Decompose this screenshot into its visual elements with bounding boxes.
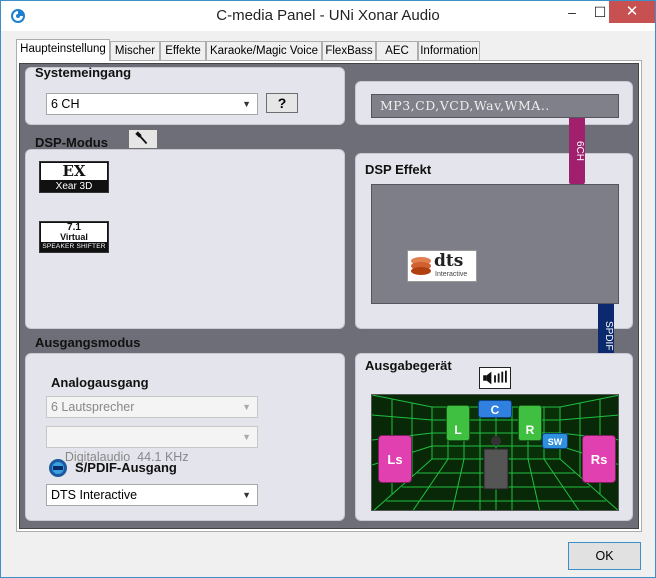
speaker-center[interactable]: C: [478, 400, 512, 418]
chevron-down-icon: ▼: [242, 99, 251, 109]
window-title: C-media Panel - UNi Xonar Audio: [216, 7, 440, 24]
maximize-button[interactable]: ☐: [593, 4, 607, 20]
spdif-icon: [49, 459, 67, 477]
help-button[interactable]: ?: [266, 93, 298, 113]
systemeingang-select[interactable]: 6 CH ▼: [46, 93, 258, 115]
dsp-modus-label: DSP-Modus: [35, 135, 108, 150]
speaker-right[interactable]: R: [518, 405, 542, 441]
input-format-display: MP3,CD,VCD,Wav,WMA..: [371, 94, 619, 118]
cmedia-app-icon: [11, 9, 25, 23]
tab-haupteinstellung[interactable]: Haupteinstellung: [16, 39, 110, 61]
speaker-subwoofer[interactable]: SW: [542, 433, 568, 449]
six-ch-bar: 6CH: [569, 118, 585, 184]
tab-mischer[interactable]: Mischer: [110, 41, 160, 61]
speaker-volume-icon: [483, 370, 507, 385]
systemeingang-value: 6 CH: [51, 97, 80, 111]
minimize-button[interactable]: –: [568, 4, 576, 20]
xear-3d-button[interactable]: EX Xear 3D: [39, 161, 109, 193]
spdif-ausgang-label: S/PDIF-Ausgang: [75, 460, 177, 475]
tab-information[interactable]: Information: [418, 41, 480, 61]
close-button[interactable]: ✕: [609, 1, 655, 23]
speaker-shifter-text: SPEAKER SHIFTER: [42, 243, 106, 250]
chevron-down-icon: ▼: [242, 490, 251, 500]
analog-output-value: 6 Lautsprecher: [51, 400, 135, 414]
chevron-down-icon: ▼: [242, 402, 251, 412]
dts-logo-text: dts: [434, 251, 464, 271]
tab-aec[interactable]: AEC: [376, 41, 418, 61]
speaker-left-surround[interactable]: Ls: [378, 435, 412, 483]
speaker-left[interactable]: L: [446, 405, 470, 441]
analog-output-select[interactable]: 6 Lautsprecher ▼: [46, 396, 258, 418]
analogausgang-label: Analogausgang: [51, 375, 149, 390]
spdif-out-label: SPDIF OUT: [603, 321, 614, 375]
tab-effekte[interactable]: Effekte: [160, 41, 206, 61]
dts-disc-icon: [411, 257, 431, 275]
spdif-output-value: DTS Interactive: [51, 488, 138, 502]
virtual-text: Virtual: [41, 233, 107, 242]
digital-audio-select[interactable]: Digitalaudio 44.1 KHz ▼: [46, 426, 258, 464]
digital-audio-value: Digitalaudio 44.1 KHz: [64, 450, 189, 464]
speaker-room-visual: L C R SW Ls Rs: [371, 394, 619, 511]
dts-logo-button[interactable]: dts Interactive: [407, 250, 477, 282]
systemeingang-label: Systemeingang: [35, 65, 132, 80]
tab-karaoke[interactable]: Karaoke/Magic Voice: [206, 41, 322, 61]
speaker-right-surround[interactable]: Rs: [582, 435, 616, 483]
title-bar[interactable]: C-media Panel - UNi Xonar Audio – ☐ ✕: [1, 1, 655, 31]
six-ch-label: 6CH: [574, 140, 585, 161]
virtual-speaker-shifter-button[interactable]: 7.1 Virtual SPEAKER SHIFTER: [39, 221, 109, 253]
hammer-button[interactable]: [128, 129, 158, 149]
dsp-effekt-screen: [371, 184, 619, 304]
chevron-down-icon: ▼: [242, 432, 251, 442]
dts-interactive-text: Interactive: [435, 271, 468, 278]
tab-flexbass[interactable]: FlexBass: [322, 41, 376, 61]
ok-button[interactable]: OK: [568, 542, 641, 570]
xear-3d-text: Xear 3D: [55, 181, 93, 192]
speaker-test-button[interactable]: [479, 367, 511, 389]
ausgangsmodus-label: Ausgangsmodus: [35, 335, 141, 350]
virtual-71-text: 7.1: [41, 223, 107, 233]
xear-ex-text: EX: [41, 163, 107, 180]
ausgabegeraet-label: Ausgabegerät: [365, 358, 452, 373]
hammer-icon: [135, 131, 148, 145]
dsp-effekt-label: DSP Effekt: [365, 162, 432, 177]
spdif-output-select[interactable]: DTS Interactive ▼: [46, 484, 258, 506]
